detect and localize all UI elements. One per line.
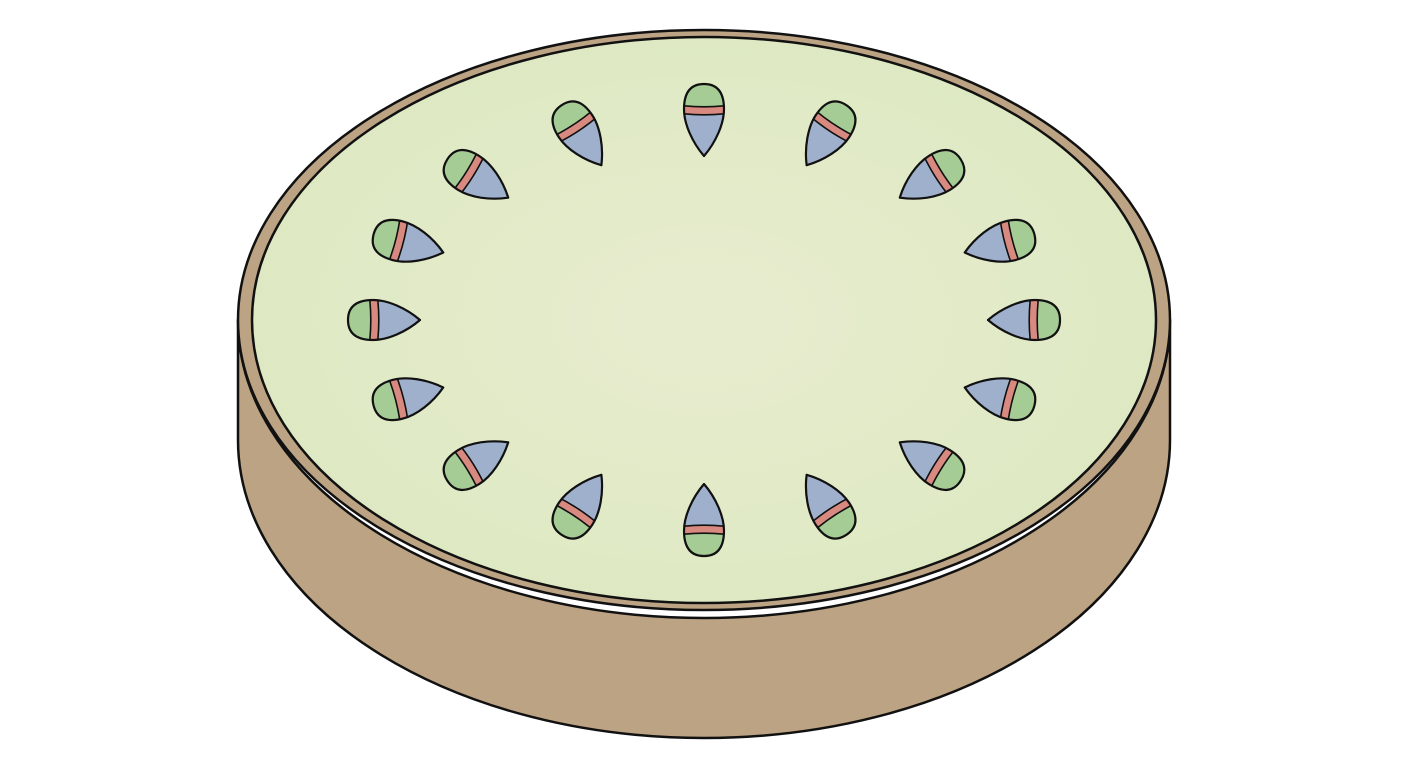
xylem [684, 484, 724, 528]
cambium [684, 101, 724, 116]
xylem [789, 107, 864, 177]
xylem [789, 463, 864, 533]
cambium [684, 524, 724, 539]
cambium [1028, 300, 1043, 340]
vascular-bundle [959, 368, 1040, 425]
stem-side-wall [236, 318, 1172, 740]
vascular-bundle [368, 215, 449, 272]
xylem [544, 107, 619, 177]
vascular-bundle [682, 82, 726, 158]
xylem [544, 463, 619, 533]
cambium [365, 300, 380, 340]
xylem [684, 112, 724, 156]
vascular-bundle [682, 482, 726, 558]
vascular-bundle-ring [346, 82, 1062, 558]
vascular-bundle [986, 298, 1062, 342]
